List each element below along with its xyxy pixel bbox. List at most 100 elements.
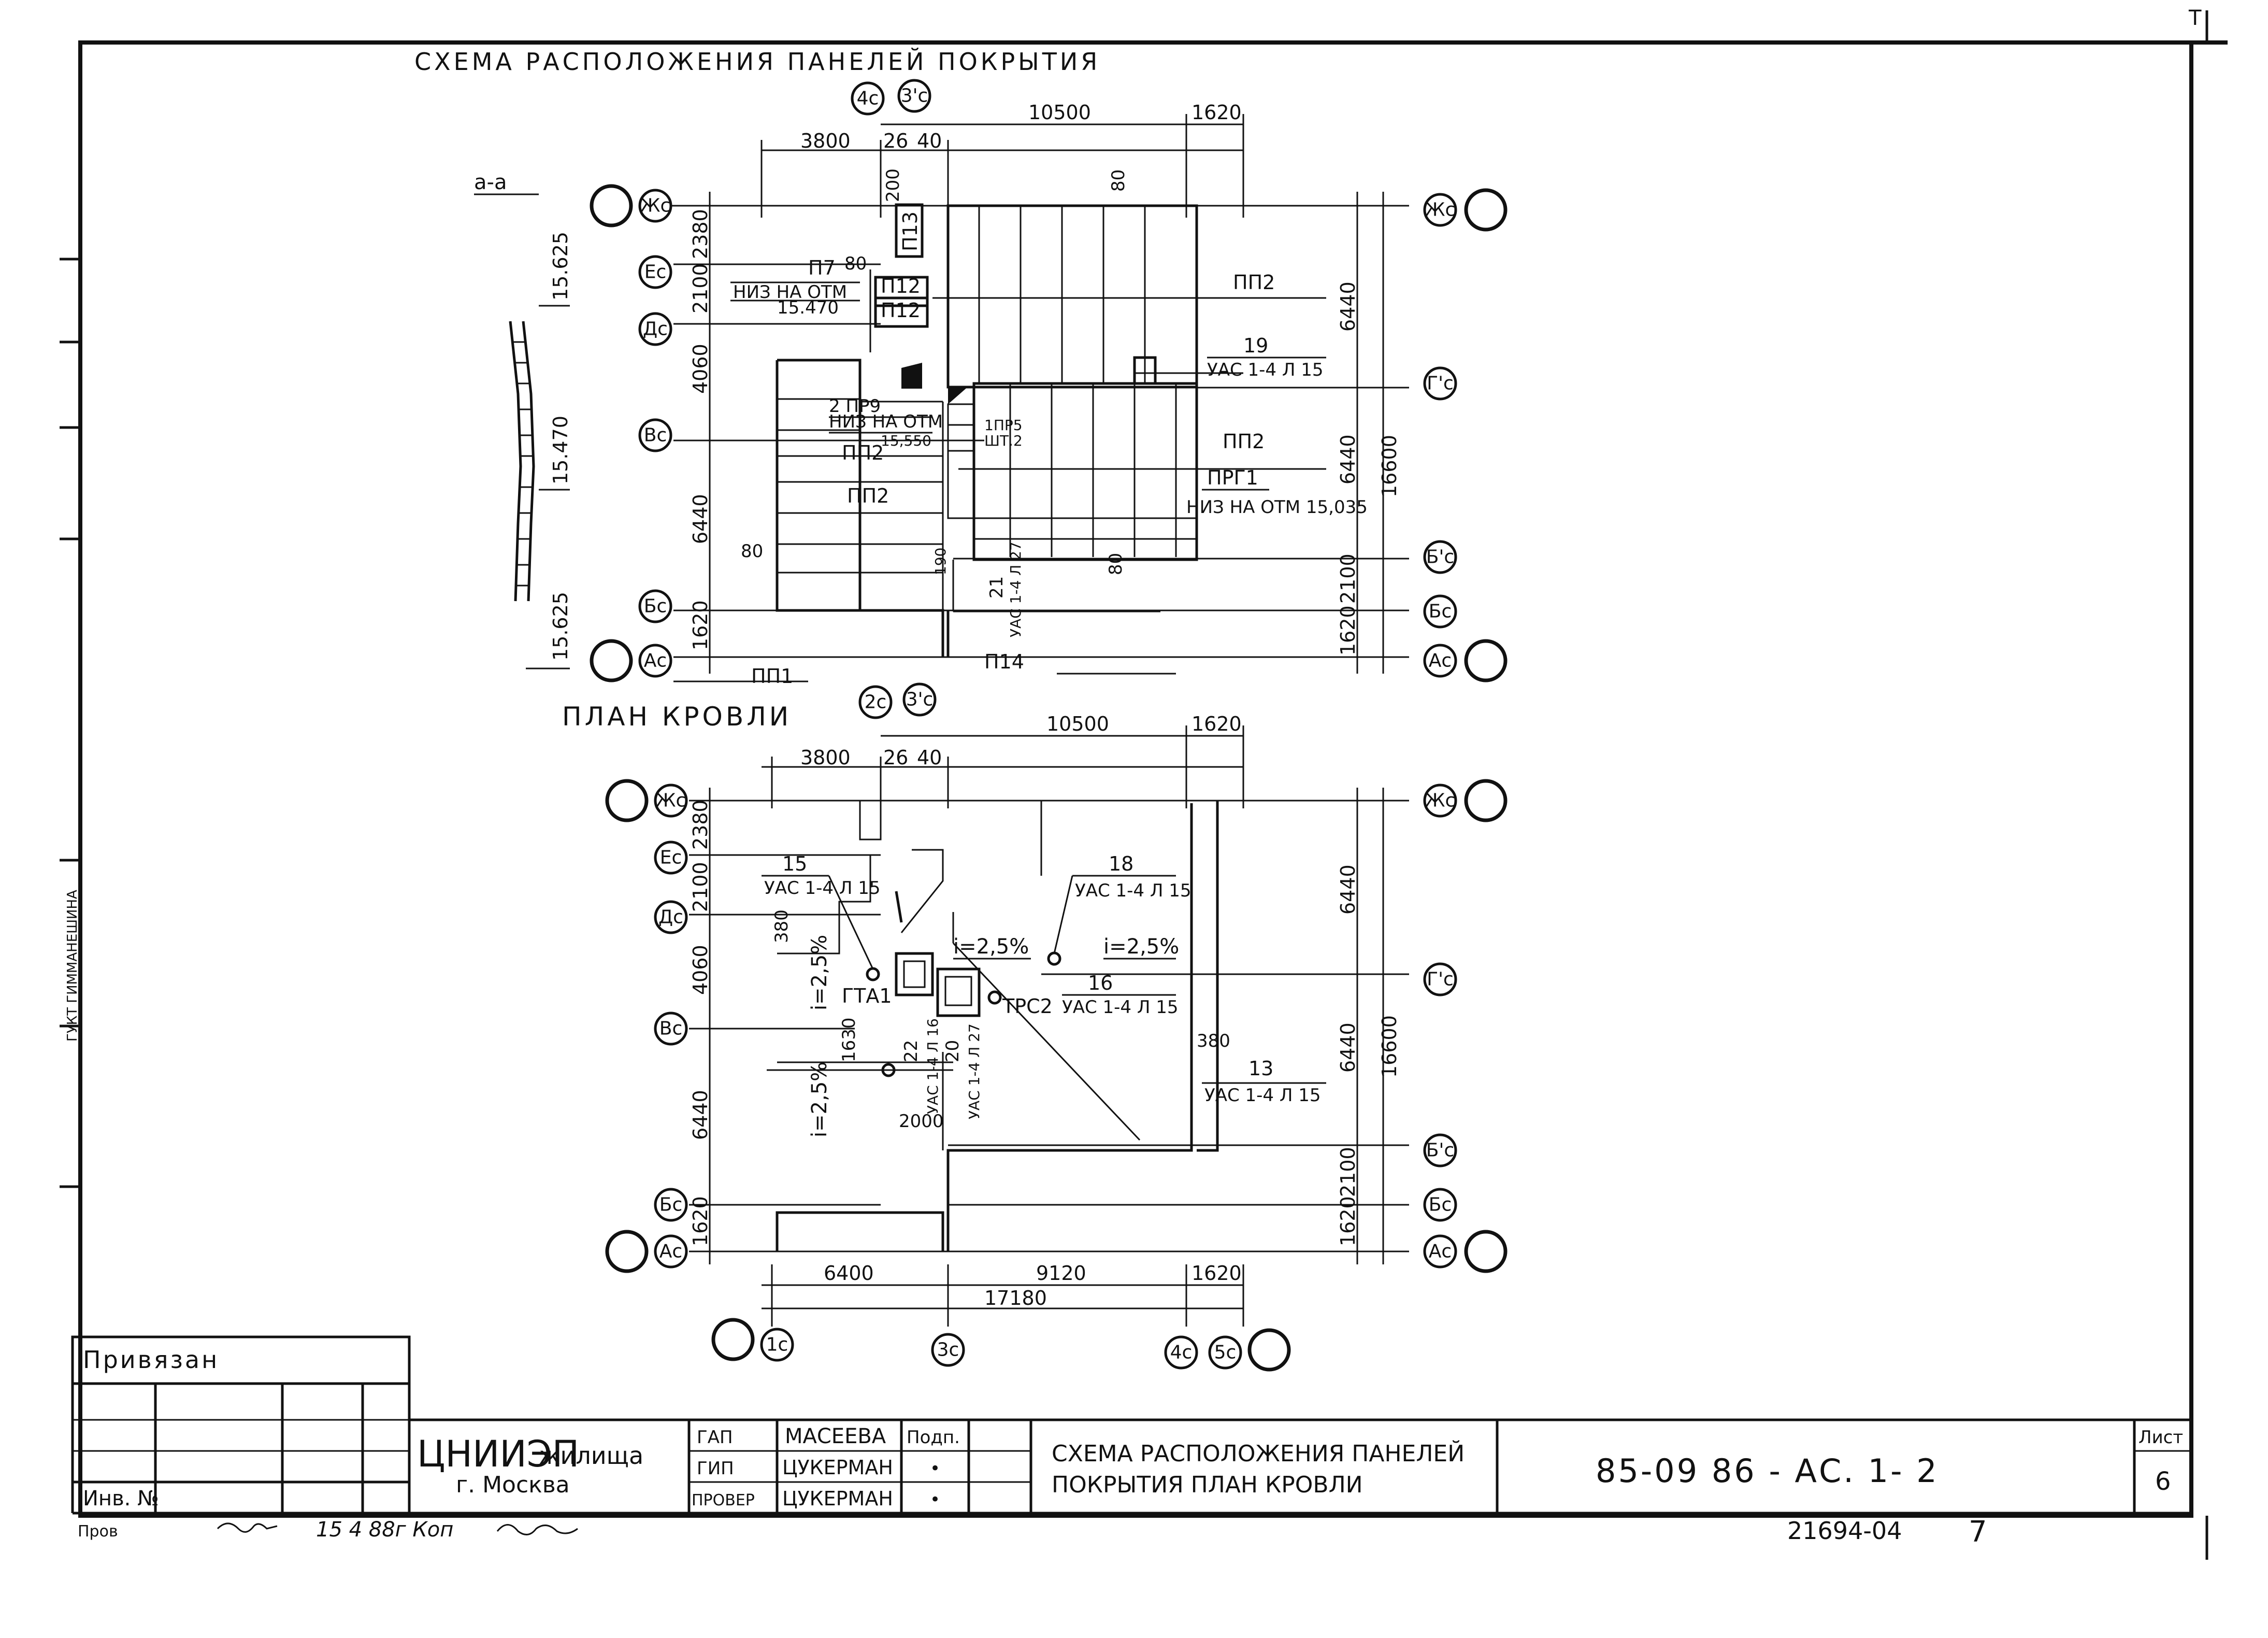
trs-label: ТРС2 <box>1002 995 1053 1018</box>
panel-notes: НИЗ НА ОТМ 15.470 200 80 2 ПР9 НИЗ НА ОТ… <box>730 168 1368 637</box>
roof-dim-left: 6440 <box>689 1090 712 1140</box>
role-label: ГАП <box>697 1427 733 1448</box>
dim-small: 80 <box>741 541 763 562</box>
axis-bubble-circle <box>851 81 885 116</box>
note-node21-num: 21 <box>986 576 1007 599</box>
bound-label: Привязан <box>83 1346 219 1374</box>
side-stamp: ГУКТ ГИММАНЕШИНА <box>65 890 80 1042</box>
axis-bubble-circle <box>638 418 672 452</box>
axis-bubble: Ес <box>654 841 688 875</box>
dim-right: 2100 <box>1337 553 1359 604</box>
roof-dim-top: 26 <box>883 746 908 769</box>
axis-bubble: Ас <box>1423 639 1508 682</box>
axis-bubble: Бс <box>1423 1188 1457 1222</box>
axis-bubble-circle <box>931 1333 965 1367</box>
axis-bubble: Вс <box>654 1012 688 1046</box>
axis-bubble-label: Ас <box>1429 650 1452 672</box>
axis-bubble: 4с <box>851 81 885 116</box>
axis-bubble: Бс <box>654 1188 688 1222</box>
dim-right: 16600 <box>1378 435 1401 497</box>
note-prg-label: ПРГ1 <box>1207 466 1258 489</box>
check-signature-tail <box>496 1524 578 1535</box>
axis-bubble: Ас <box>1423 1230 1508 1273</box>
axis-bubble-circle <box>760 1328 794 1362</box>
check-signature <box>217 1522 278 1533</box>
axis-bubble: 3'с <box>902 682 937 717</box>
axis-bubble: Вс <box>638 418 672 452</box>
roof-equipment <box>866 951 1061 1077</box>
axis-bubble-label: 3'с <box>901 86 928 107</box>
axis-bubble-circle <box>902 682 937 717</box>
roof-dim-right: 1620 <box>1337 1196 1359 1246</box>
callout-18-ref: УАС 1-4 Л 15 <box>1075 880 1192 901</box>
axis-bubble-label: 3'с <box>906 689 934 710</box>
archive-number: 21694-04 <box>1787 1517 1902 1545</box>
gta-label: ГТА1 <box>842 985 892 1007</box>
roof-drain <box>866 967 880 981</box>
roof-drain <box>881 1063 896 1077</box>
axis-bubble-circle <box>638 189 672 223</box>
axis-bubble: Г'с <box>1423 962 1457 996</box>
axis-bubble-circle <box>638 255 672 289</box>
axis-bubble-label: Жс <box>640 195 671 217</box>
narrow-panels <box>869 203 975 519</box>
roof-dim-bottom: 9120 <box>1036 1262 1086 1285</box>
axis-bubble-label: 2с <box>865 692 887 713</box>
check-note: 15 4 88г Коп <box>316 1518 453 1542</box>
dim-small: 80 <box>1106 553 1126 575</box>
axis-bubble-label: Б'с <box>1426 547 1454 568</box>
person-name: МАСЕЕВА <box>785 1425 886 1448</box>
note-prs-line1: 1ПР5 <box>984 417 1023 434</box>
bound-box <box>71 1335 411 1385</box>
note-p7-line1: НИЗ НА ОТМ <box>733 282 847 303</box>
axis-bubble-circle <box>1423 1234 1457 1269</box>
callout-20-num: 20 <box>942 1040 963 1062</box>
person-name: ЦУКЕРМАН <box>782 1456 893 1479</box>
panel-label: П13 <box>899 211 922 251</box>
note-node21-ref: УАС 1-4 Л 27 <box>1007 542 1024 637</box>
axis-marker-circle <box>1464 188 1508 232</box>
axis-bubble: 4с <box>1164 1335 1198 1370</box>
callout-22-num: 22 <box>901 1040 922 1062</box>
axis-bubble-label: Б'с <box>1426 1140 1454 1161</box>
roof-grid-lines <box>689 800 1409 1252</box>
panel-top-dimensions: 3800 26 40 10500 1620 <box>760 101 1244 218</box>
roof-plan-title: ПЛАН КРОВЛИ <box>562 702 792 732</box>
dim-left: 1620 <box>689 600 712 650</box>
panel-right-dimensions: 6440 6440 2100 1620 16600 <box>1337 192 1401 674</box>
axis-bubble-label: Бс <box>644 596 667 617</box>
dim-top: 26 <box>883 130 908 152</box>
axis-bubble: Дс <box>654 900 688 934</box>
axis-bubble-label: Вс <box>644 425 667 446</box>
dim-small: 200 <box>883 168 903 202</box>
dim-top: 3800 <box>800 130 851 152</box>
roof-dim-small: 1630 <box>839 1017 859 1062</box>
axis-marker-circle <box>1464 779 1508 822</box>
axis-bubble: Б'с <box>1423 540 1457 574</box>
panel-label: ПП1 <box>751 665 793 688</box>
axis-bubble-label: Дс <box>643 319 668 340</box>
axis-bubble-circle <box>654 1234 688 1269</box>
axis-bubble-label: Жс <box>1425 200 1456 221</box>
dim-left: 4060 <box>689 344 712 394</box>
slope-label: i=2,5% <box>1103 935 1179 959</box>
note-node19-ref: УАС 1-4 Л 15 <box>1207 360 1324 380</box>
role-label: ГИП <box>697 1458 734 1479</box>
panel-labels: П13 П7 П12 П12 ПП2 ПП2 ПП2 ПП2 ПП1 П14 <box>751 211 1275 688</box>
roof-dim-top: 40 <box>917 746 942 769</box>
panel-label: П7 <box>808 257 836 279</box>
section-elevation: 15.470 <box>549 416 572 485</box>
roof-top-dimensions: 3800 26 40 10500 1620 <box>762 713 1244 808</box>
dim-right: 1620 <box>1337 605 1359 656</box>
axis-bubble-circle <box>1423 540 1457 574</box>
panel-layout-scheme: СХЕМА РАСПОЛОЖЕНИЯ ПАНЕЛЕЙ ПОКРЫТИЯ а-а … <box>414 48 1409 688</box>
axis-bubble: Бс <box>1423 594 1457 629</box>
axis-bubble-circle <box>1423 644 1457 678</box>
inv-label: Инв. № <box>83 1487 159 1511</box>
binding-ticks <box>60 258 80 1188</box>
axis-bubble-circle <box>1208 1335 1242 1370</box>
roof-dim-small: 380 <box>1197 1031 1230 1051</box>
sheet-title-line2: ПОКРЫТИЯ ПЛАН КРОВЛИ <box>1052 1472 1363 1498</box>
dim-left: 2380 <box>689 209 712 259</box>
panel-grid-lines <box>648 205 1409 658</box>
